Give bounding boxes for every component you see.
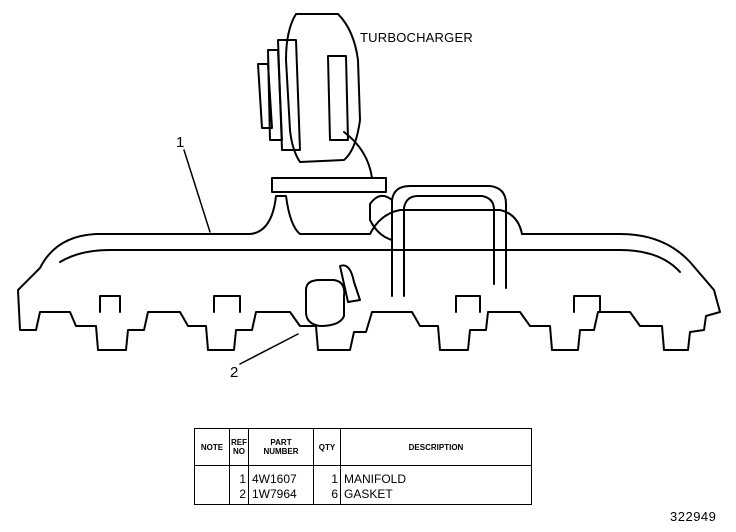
- manifold-bracket: [369, 185, 507, 297]
- turbo-outlet-pipe: [327, 55, 349, 141]
- qty-row-1: 1: [331, 472, 338, 486]
- turbo-compressor-housing: [285, 13, 361, 163]
- port-2: [213, 295, 241, 313]
- header-description: DESCRIPTION: [340, 428, 532, 466]
- center-boss: [339, 264, 361, 303]
- header-ref-line1: REF: [231, 438, 247, 447]
- manifold-body: [17, 195, 721, 351]
- header-qty: QTY: [313, 428, 341, 466]
- port-4: [573, 295, 601, 313]
- note-row-1: [195, 472, 229, 487]
- figure-number: 322949: [670, 509, 717, 524]
- part-row-2: 1W7964: [252, 487, 297, 501]
- ref-row-1: 1: [239, 472, 246, 486]
- turbocharger-label: TURBOCHARGER: [360, 30, 473, 45]
- bracket-outer: [391, 185, 507, 297]
- ref-row-2: 2: [239, 487, 246, 501]
- port-1: [99, 295, 121, 313]
- leader-1: [183, 149, 211, 233]
- desc-row-2: GASKET: [344, 487, 393, 501]
- turbo-inner-band: [257, 63, 273, 129]
- header-part-number: PART NUMBER: [248, 428, 314, 466]
- turbocharger: [257, 13, 373, 179]
- callout-2: 2: [230, 364, 239, 381]
- manifold-port-details: [99, 264, 601, 327]
- mount-plate: [271, 177, 387, 193]
- callout-1: 1: [176, 134, 185, 151]
- header-ref-no: REF NO: [229, 428, 249, 466]
- table-row: 1 2 4W1607 1W7964 1 6 MANIFOLD GAS: [194, 465, 532, 505]
- qty-row-2: 6: [331, 487, 338, 501]
- header-ref-line2: NO: [233, 447, 245, 456]
- parts-table: NOTE REF NO PART NUMBER QTY DESCRIPTION: [194, 428, 532, 505]
- leader-2: [239, 333, 299, 365]
- note-row-2: [195, 487, 229, 502]
- part-row-1: 4W1607: [252, 472, 297, 486]
- turbo-strap: [343, 131, 373, 179]
- center-plug: [305, 279, 346, 327]
- manifold-outline: [17, 195, 721, 351]
- bracket-inner: [403, 195, 495, 297]
- header-part-line1: PART: [270, 438, 292, 447]
- header-part-line2: NUMBER: [263, 447, 299, 456]
- cell-ref: 1 2: [229, 465, 249, 505]
- cell-note: [194, 465, 230, 505]
- desc-row-1: MANIFOLD: [344, 472, 407, 486]
- parts-table-header: NOTE REF NO PART NUMBER QTY DESCRIPTION: [194, 428, 532, 466]
- manifold-top-line: [59, 249, 681, 273]
- cell-description: MANIFOLD GASKET: [340, 465, 532, 505]
- turbo-mount-flange: [271, 177, 387, 193]
- cell-part-number: 4W1607 1W7964: [248, 465, 314, 505]
- port-3: [455, 295, 481, 313]
- leader-lines: [183, 149, 299, 365]
- header-note: NOTE: [194, 428, 230, 466]
- exhaust-manifold-drawing: [17, 13, 721, 365]
- bracket-cutout: [369, 194, 393, 241]
- turbo-inlet-flange: [267, 49, 283, 141]
- cell-qty: 1 6: [313, 465, 341, 505]
